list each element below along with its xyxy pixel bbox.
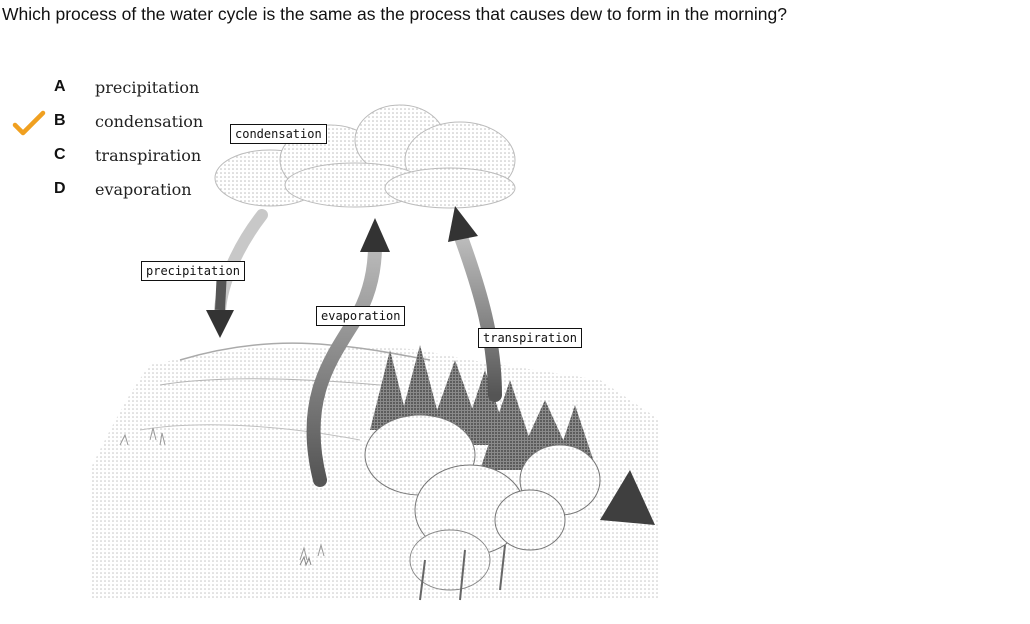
option-letter: A (54, 78, 66, 95)
checkmark-icon (12, 110, 46, 136)
grass-tuft (299, 555, 312, 567)
option-letter: B (54, 112, 66, 129)
label-transpiration: transpiration (478, 328, 582, 348)
option-c[interactable]: C transpiration (0, 142, 230, 172)
cloud (214, 104, 516, 209)
transpiration-arrow (448, 206, 502, 402)
option-text: transpiration (95, 146, 202, 165)
option-a[interactable]: A precipitation (0, 74, 230, 104)
label-precipitation: precipitation (141, 261, 245, 281)
option-text: evaporation (95, 180, 192, 199)
option-b[interactable]: B condensation (0, 108, 230, 138)
forest (364, 345, 655, 601)
label-condensation: condensation (230, 124, 327, 144)
evaporation-arrow (306, 218, 390, 487)
label-evaporation: evaporation (316, 306, 406, 326)
option-d[interactable]: D evaporation (0, 176, 230, 206)
option-text: precipitation (95, 78, 200, 97)
option-letter: C (54, 146, 66, 163)
option-text: condensation (95, 112, 204, 131)
option-letter: D (54, 180, 66, 197)
question-text: Which process of the water cycle is the … (2, 4, 787, 24)
